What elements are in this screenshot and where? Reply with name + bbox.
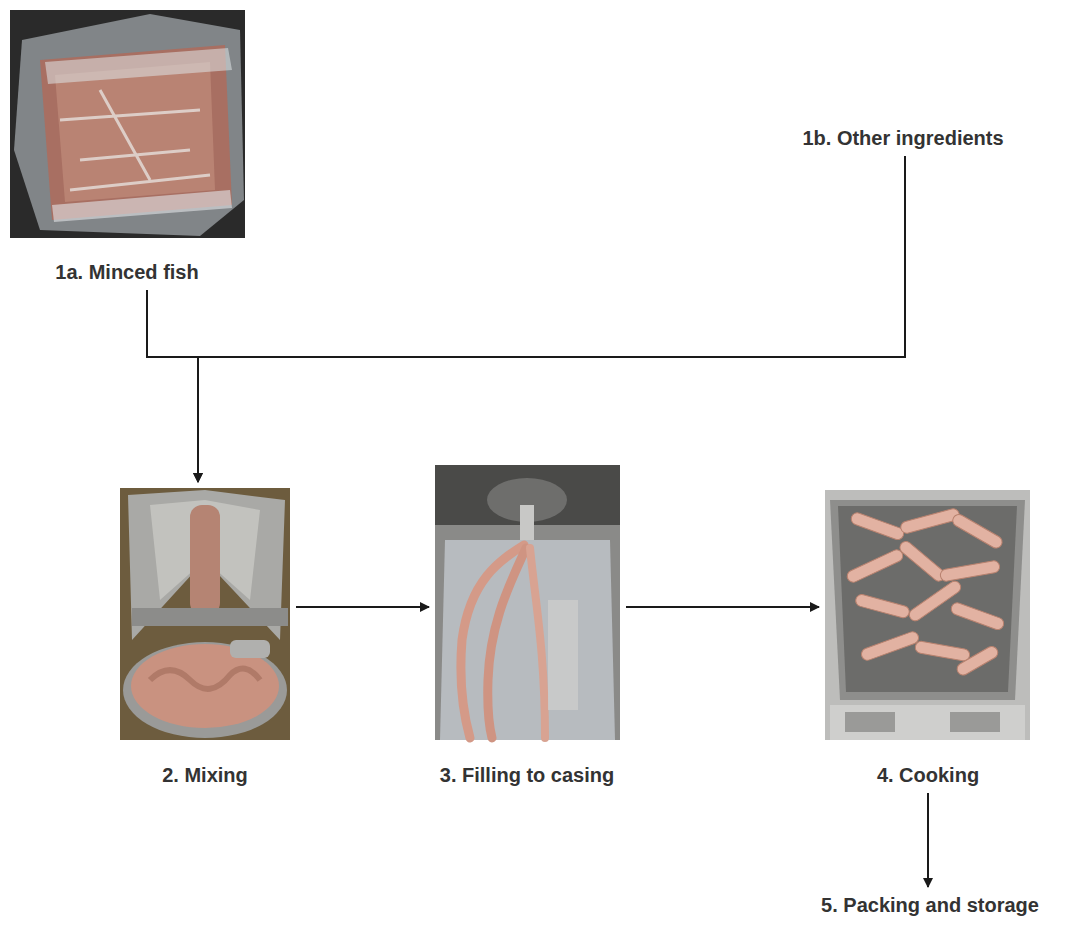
flow-arrow xyxy=(626,606,819,608)
mixing-photo xyxy=(120,488,290,740)
cooking-photo xyxy=(825,490,1030,740)
step-label: 4. Cooking xyxy=(877,763,979,787)
step-label: 3. Filling to casing xyxy=(440,763,614,787)
step-box: 2. Mixing xyxy=(114,482,296,793)
filling-photo xyxy=(435,465,620,740)
step-label: 1a. Minced fish xyxy=(55,260,198,284)
step-box: 4. Cooking xyxy=(819,484,1036,793)
step-label: 1b. Other ingredients xyxy=(802,126,1003,150)
flow-arrow xyxy=(927,793,929,887)
step-box: 1b. Other ingredients xyxy=(796,120,1009,156)
step-label: 5. Packing and storage xyxy=(821,893,1039,917)
minced-fish-photo xyxy=(10,10,245,238)
step-box: 5. Packing and storage xyxy=(815,887,1045,923)
flow-arrow xyxy=(147,290,198,482)
flow-arrow xyxy=(296,606,429,608)
flow-arrow xyxy=(198,156,905,482)
step-box: 1a. Minced fish xyxy=(4,4,251,290)
step-label: 2. Mixing xyxy=(162,763,248,787)
step-box: 3. Filling to casing xyxy=(429,459,626,793)
